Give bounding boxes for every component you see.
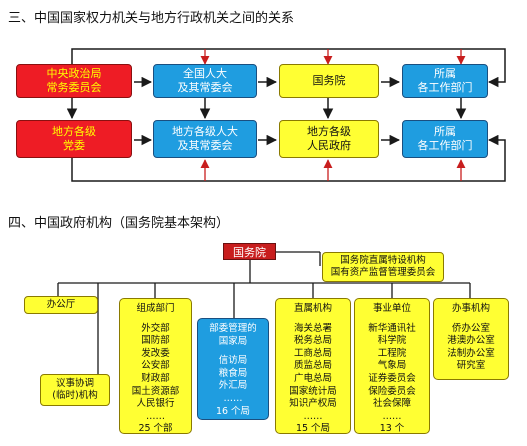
group-title: 办事机构 (451, 303, 490, 314)
ministry-managed-bureaus-box: 部委管理的 国家局 信访局 粮食局 外汇局 …… 16 个局 (197, 318, 269, 420)
list-item: 海关总署 (293, 322, 332, 334)
list-item: 新华通讯社 (368, 322, 416, 334)
list-item: 工商总局 (293, 347, 332, 359)
group-title: 组成部门 (136, 303, 175, 314)
list-item: …… (223, 392, 243, 404)
list-item: 法制办公室 (447, 347, 495, 359)
list-item: 保险委员会 (368, 385, 416, 397)
list-item: 研究室 (456, 360, 486, 372)
list-item: 侨办公室 (451, 322, 490, 334)
section-4-heading: 四、中国政府机构（国务院基本架构） (8, 216, 230, 231)
administrative-offices-box: 办事机构 侨办公室 港澳办公室 法制办公室 研究室 (433, 298, 509, 380)
list-item: 港澳办公室 (447, 335, 495, 347)
list-item: 粮食局 (218, 367, 248, 379)
list-item: 发改委 (141, 347, 170, 359)
list-item: 广电总局 (293, 372, 332, 384)
list-item: 税务总局 (293, 335, 332, 347)
group-footer: 13 个 (379, 423, 405, 435)
central-departments-box: 所属各工作部门 (402, 64, 488, 98)
group-title: 直属机构 (293, 303, 332, 314)
list-item: …… (382, 410, 402, 422)
list-item: …… (303, 410, 323, 422)
local-congress-box: 地方各级人大及其常委会 (153, 120, 257, 158)
local-government-box: 地方各级人民政府 (279, 120, 379, 158)
politburo-standing-committee-box: 中央政治局常务委员会 (16, 64, 132, 98)
coordination-box: 议事协调(临时)机构 (40, 374, 110, 406)
group-title: 部委管理的 (209, 323, 257, 334)
list-item: …… (146, 410, 165, 422)
loop-bottom (71, 134, 506, 182)
general-office-box: 办公厅 (24, 296, 98, 314)
list-item: 财政部 (141, 372, 170, 384)
constituent-departments-box: 组成部门 外交部 国防部 发改委 公安部 财政部 国土资源部 人民银行 …… 2… (119, 298, 192, 434)
list-item: 质监总局 (293, 360, 332, 372)
list-item: 国家统计局 (289, 385, 337, 397)
list-item: 科学院 (377, 335, 407, 347)
local-party-committee-box: 地方各级党委 (16, 120, 132, 158)
list-item: 工程院 (377, 347, 407, 359)
group-footer: 16 个局 (215, 405, 251, 417)
local-departments-box: 所属各工作部门 (402, 120, 488, 158)
group-title-line2: 国家局 (218, 335, 248, 347)
list-item: 国防部 (141, 335, 170, 347)
list-item: 气象局 (377, 360, 407, 372)
list-item: 国土资源部 (131, 385, 180, 397)
list-item: 人民银行 (136, 398, 175, 410)
list-item: 知识产权局 (289, 398, 337, 410)
state-council-root: 国务院 (223, 243, 276, 260)
group-footer: 25 个部 (138, 423, 173, 435)
section-3-heading: 三、中国国家权力机关与地方行政机关之间的关系 (8, 11, 295, 26)
list-item: 外交部 (141, 322, 170, 334)
list-item: 外汇局 (218, 380, 248, 392)
group-title: 事业单位 (372, 303, 411, 314)
special-agency-box: 国务院直属特设机构国有资产监督管理委员会 (322, 252, 444, 282)
group-footer: 15 个局 (295, 423, 331, 435)
public-institutions-box: 事业单位 新华通讯社 科学院 工程院 气象局 证券委员会 保险委员会 社会保障 … (354, 298, 430, 434)
npc-box: 全国人大及其常委会 (153, 64, 257, 98)
list-item: 证券委员会 (368, 372, 416, 384)
list-item: 信访局 (218, 355, 248, 367)
directly-affiliated-agencies-box: 直属机构 海关总署 税务总局 工商总局 质监总局 广电总局 国家统计局 知识产权… (275, 298, 351, 434)
state-council-box: 国务院 (279, 64, 379, 98)
list-item: 公安部 (141, 360, 170, 372)
loop-top (71, 48, 506, 88)
org-chart-lines (57, 251, 471, 378)
list-item: 社会保障 (372, 398, 411, 410)
